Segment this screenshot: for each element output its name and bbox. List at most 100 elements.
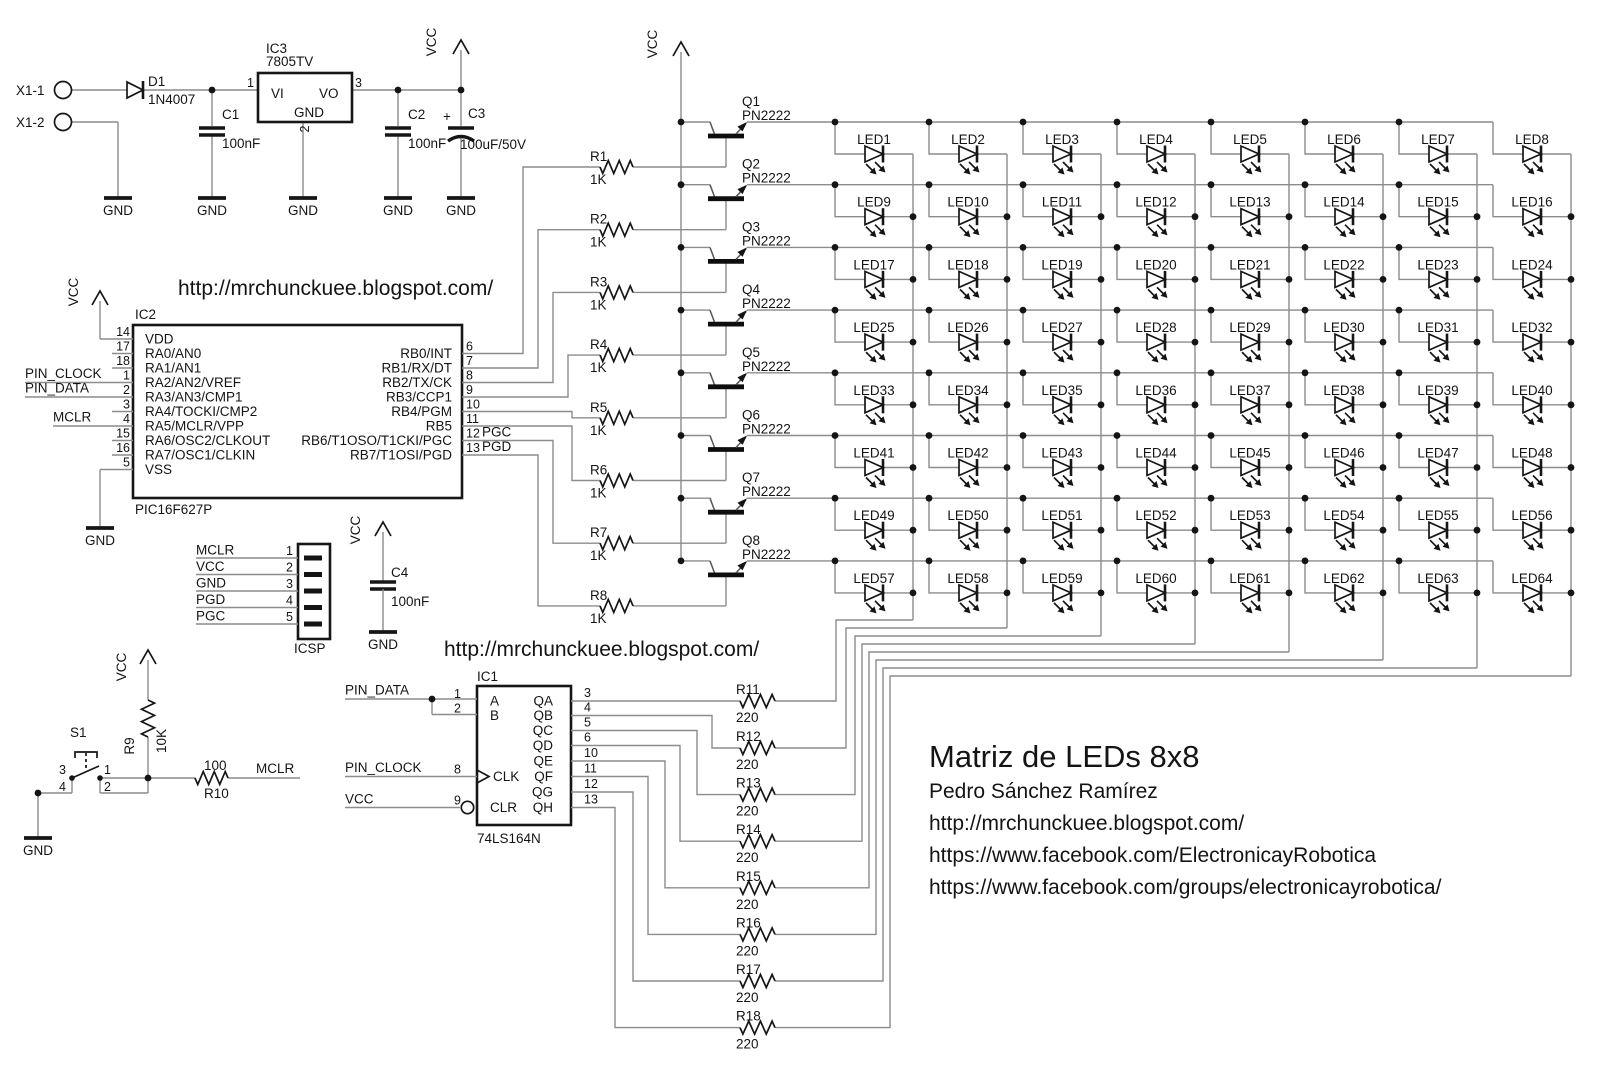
ic2-pin-label: RB5 (426, 419, 452, 434)
led-label: LED64 (1511, 571, 1553, 586)
transistor-name: Q7 (742, 470, 760, 485)
author-facebook-url: https://www.facebook.com/ElectronicayRob… (929, 844, 1376, 867)
net-label-pin-data: PIN_DATA (345, 683, 409, 698)
net-label-pin-clock: PIN_CLOCK (345, 760, 422, 775)
net-label-pgc: PGC (482, 425, 512, 440)
ic2-pin-number: 2 (123, 383, 130, 397)
led-label: LED47 (1417, 446, 1458, 461)
resistor-name: R11 (736, 682, 760, 697)
led-led40 (1522, 395, 1544, 426)
led-led58 (958, 583, 980, 614)
resistor-zigzag (139, 699, 157, 738)
led-label: LED50 (947, 508, 988, 523)
ic2-pin-number: 17 (116, 340, 130, 354)
ic2-pin-label: RA1/AN1 (145, 361, 201, 376)
ic1-pin-number: 5 (584, 716, 591, 730)
transistor-part: PN2222 (742, 233, 791, 248)
capacitor-c4: C4 100nF (370, 536, 429, 632)
ic2-pin-label: RB4/PGM (391, 404, 452, 419)
led-label: LED19 (1041, 257, 1082, 272)
svg-text:VO: VO (319, 86, 339, 101)
connector-label: X1-1 (16, 83, 45, 98)
transistor-q7 (708, 497, 747, 515)
led-label: LED31 (1417, 320, 1458, 335)
icsp-net-label: PGD (196, 592, 226, 607)
gnd-label: GND (446, 203, 476, 218)
connector-pad-x1-1 (53, 80, 73, 100)
ic2-pin-label: RB3/CCP1 (386, 390, 452, 405)
ic2-pin-number: 12 (466, 427, 480, 441)
ic2-pin-label: RB2/TX/CK (382, 375, 452, 390)
resistor-zigzag (739, 832, 776, 850)
led-led54 (1334, 520, 1356, 551)
connector-label: X1-2 (16, 115, 45, 130)
net-label-pgd: PGD (482, 439, 512, 454)
resistor-name: R15 (736, 869, 761, 884)
ic1-pin-label: QF (534, 769, 553, 784)
led-led22 (1334, 270, 1356, 300)
resistor-name: R2 (590, 212, 607, 227)
transistor-name: Q4 (742, 282, 761, 297)
svg-text:+: + (443, 109, 451, 124)
icsp-pin-pad (304, 621, 322, 627)
led-label: LED2 (951, 132, 985, 147)
led-label: LED44 (1135, 446, 1177, 461)
ic1-pin-number: 13 (584, 793, 598, 807)
led-label: LED32 (1511, 320, 1552, 335)
ic2-pin-number: 13 (466, 441, 480, 455)
resistor-value: 220 (736, 850, 759, 865)
ic2-pin-number: 1 (123, 369, 130, 383)
led-label: LED21 (1229, 257, 1270, 272)
led-label: LED37 (1229, 383, 1270, 398)
led-led11 (1052, 207, 1074, 238)
transistor-q5 (708, 372, 747, 390)
led-led8 (1522, 144, 1544, 175)
svg-text:1: 1 (104, 763, 111, 777)
vcc-arrow (452, 38, 470, 55)
capacitor-c2: C2 100nF (385, 107, 446, 151)
resistor-name: R17 (736, 962, 761, 977)
led-label: LED55 (1417, 508, 1458, 523)
led-label: LED6 (1327, 132, 1361, 147)
resistor-zigzag (599, 597, 634, 615)
resistor-zigzag (739, 739, 776, 757)
transistor-part: PN2222 (742, 171, 791, 186)
led-led57 (864, 583, 886, 614)
ic2-pin-number: 15 (116, 427, 130, 441)
led-label: LED51 (1041, 508, 1082, 523)
ic1-pin-number: 8 (454, 763, 461, 777)
led-label: LED12 (1135, 195, 1176, 210)
gnd-label: GND (85, 533, 115, 548)
schematic-title: Matriz de LEDs 8x8 (929, 739, 1200, 774)
led-led4 (1146, 144, 1168, 175)
svg-text:VI: VI (271, 86, 284, 101)
led-led9 (864, 207, 886, 238)
led-led63 (1428, 583, 1450, 614)
resistor-name: R6 (590, 463, 607, 478)
gnd-label: GND (288, 203, 318, 218)
ic1-pin-number: 2 (454, 702, 461, 716)
svg-text:GND: GND (294, 105, 324, 120)
icsp-net-label: VCC (196, 559, 225, 574)
ic1-pin-number: 12 (584, 777, 598, 791)
led-label: LED16 (1511, 195, 1552, 210)
led-led34 (958, 395, 980, 426)
led-label: LED17 (853, 257, 894, 272)
svg-text:IC1: IC1 (477, 669, 498, 684)
ic2-pin-label: VSS (145, 462, 172, 477)
resistor-value: 220 (736, 943, 759, 958)
blog-url-annotation: http://mrchunckuee.blogspot.com/ (444, 638, 759, 661)
transistor-q3 (708, 247, 747, 264)
svg-text:7805TV: 7805TV (266, 54, 313, 69)
resistor-r9-value: 10K (154, 729, 169, 753)
led-led48 (1522, 458, 1544, 488)
icsp-pin-pad (304, 555, 322, 561)
led-label: LED26 (947, 320, 988, 335)
ic2-pin-label: RA0/AN0 (145, 346, 201, 361)
resistor-r10-value: 100 (204, 758, 227, 773)
gnd-label: GND (197, 203, 227, 218)
led-label: LED24 (1511, 257, 1553, 272)
led-label: LED46 (1323, 446, 1364, 461)
transistor-q1 (708, 121, 747, 139)
